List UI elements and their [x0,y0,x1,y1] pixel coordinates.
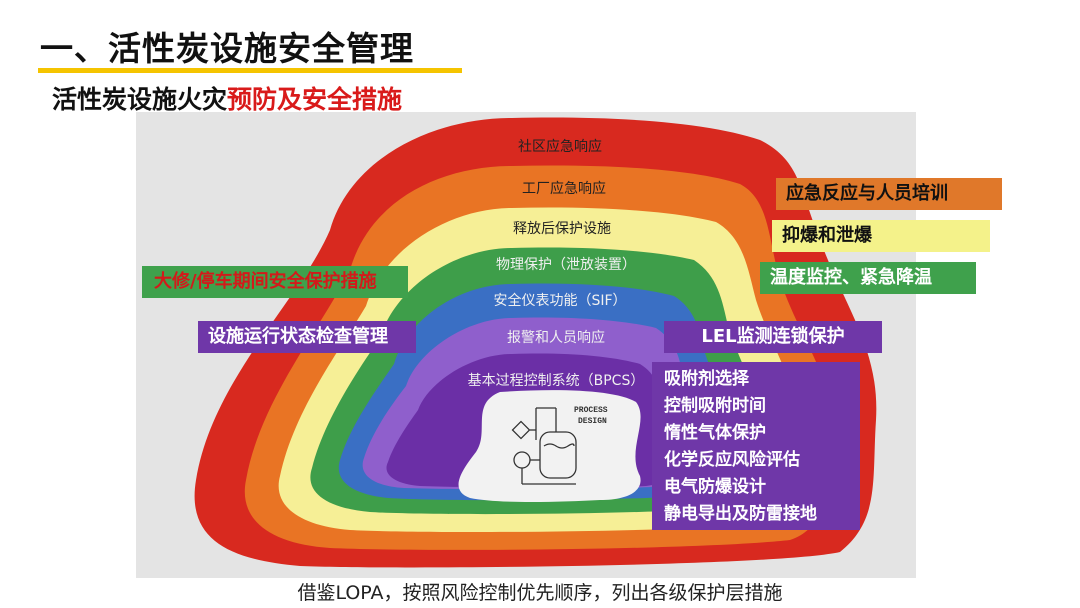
layer-label-physical-protection: 物理保护（泄放装置） [496,257,636,273]
tag-status-inspection: 设施运行状态检查管理 [198,321,416,353]
page-title: 一、活性炭设施安全管理 [40,29,414,68]
process-schematic-icon [511,407,577,485]
bpcs-measures-box: 吸附剂选择 控制吸附时间 惰性气体保护 化学反应风险评估 电气防爆设计 静电导出… [652,362,860,530]
process-design-label-2: DESIGN [578,417,607,426]
layer-label-alarm: 报警和人员响应 [507,330,605,346]
tag-temperature-monitoring: 温度监控、紧急降温 [760,262,976,294]
layer-label-factory: 工厂应急响应 [522,181,606,197]
measure-item: 静电导出及防雷接地 [664,504,817,524]
tag-emergency-training: 应急反应与人员培训 [776,178,1002,210]
layer-label-community: 社区应急响应 [518,139,602,155]
measure-item: 控制吸附时间 [664,396,766,416]
page-subtitle: 活性炭设施火灾预防及安全措施 [52,80,402,116]
layer-label-release-protection: 释放后保护设施 [513,221,611,237]
layer-label-bpcs: 基本过程控制系统（BPCS） [467,373,645,389]
measure-item: 化学反应风险评估 [664,450,800,470]
subtitle-highlight: 预防及安全措施 [227,85,403,114]
measure-item: 电气防爆设计 [664,477,766,497]
subtitle-prefix: 活性炭设施火灾 [52,85,228,114]
measure-item: 惰性气体保护 [664,423,766,443]
process-design-area [458,390,641,502]
title-underline [38,68,462,73]
tag-explosion-suppression: 抑爆和泄爆 [772,220,990,252]
measure-item: 吸附剂选择 [664,369,749,389]
tag-lel-interlock: LEL监测连锁保护 [664,321,882,353]
tag-overhaul-safety: 大修/停车期间安全保护措施 [142,266,408,298]
layer-label-sif: 安全仪表功能（SIF） [493,293,627,309]
diagram-caption: 借鉴LOPA，按照风险控制优先顺序，列出各级保护层措施 [297,582,783,604]
process-design-label-1: PROCESS [574,406,608,415]
